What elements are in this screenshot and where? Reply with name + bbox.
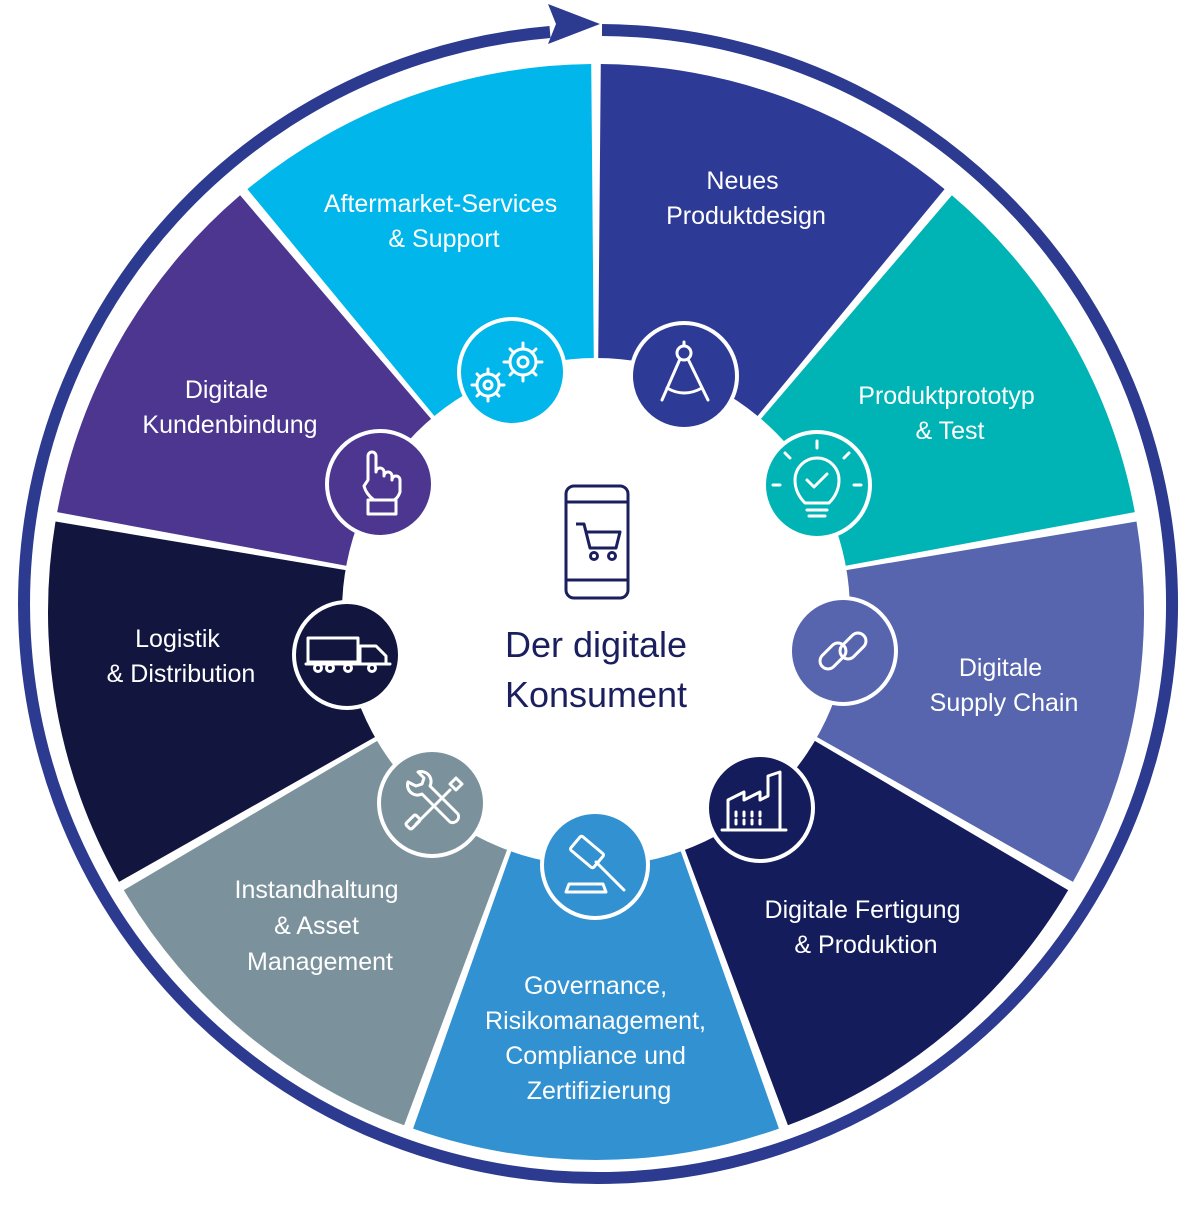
- gavel-icon: [540, 810, 650, 920]
- link-icon: [788, 596, 898, 706]
- truck-icon: [292, 600, 402, 710]
- label-supply-chain: Digitale Supply Chain: [930, 654, 1079, 717]
- lightbulb-icon: [762, 430, 872, 540]
- factory-icon: [705, 753, 815, 863]
- outer-cycle-ring: [18, 4, 1179, 1184]
- hand-pointer-icon: [325, 429, 435, 539]
- label-produktdesign: Neues Produktdesign: [666, 167, 826, 230]
- label-logistik: Logistik & Distribution: [107, 625, 256, 688]
- segment-icon-badges: [292, 317, 898, 920]
- smartphone-cart-icon: [564, 484, 630, 600]
- compass-icon: [629, 321, 739, 431]
- label-aftermarket: Aftermarket-Services & Support: [324, 190, 564, 253]
- label-governance: Governance, Risikomanagement, Compliance…: [485, 972, 713, 1105]
- segment-supply-chain: [813, 521, 1144, 882]
- center-title-line1: Der digitale: [505, 624, 687, 665]
- label-prototyp: Produktprototyp & Test: [858, 382, 1041, 445]
- gears-icon: [457, 317, 567, 427]
- center-circle: [342, 358, 850, 866]
- wrench-screwdriver-icon: [377, 748, 487, 858]
- segment-logistik: [48, 521, 379, 882]
- center-title-line2: Konsument: [505, 674, 687, 715]
- segment-labels: Aftermarket-Services & Support Neues Pro…: [107, 167, 1079, 1105]
- label-kundenbindung: Digitale Kundenbindung: [142, 376, 317, 439]
- segment-governance: [413, 847, 779, 1160]
- label-instandhaltung: Instandhaltung & Asset Management: [235, 876, 406, 976]
- label-fertigung: Digitale Fertigung & Produktion: [765, 896, 968, 959]
